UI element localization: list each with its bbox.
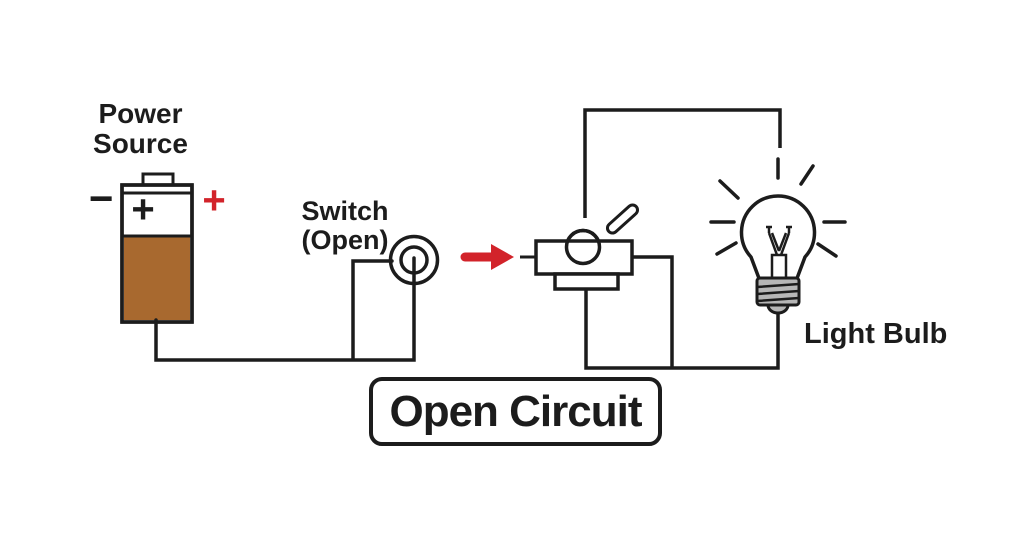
power-source-label: Power Source (58, 99, 223, 159)
light-bulb-label: Light Bulb (804, 318, 948, 350)
bulb-rays-icon (709, 157, 847, 258)
left-circuit-wires (154, 256, 416, 362)
bulb-globe (739, 194, 817, 282)
top-wires (583, 108, 782, 218)
switch-label-line2: (Open) (301, 225, 389, 255)
battery-brown-section (124, 236, 190, 320)
switch-label-line1: Switch (301, 196, 389, 226)
bulb-filament (766, 225, 792, 256)
power-source-label-line1: Power (98, 98, 183, 129)
bulb-stem (770, 253, 788, 281)
red-arrow-icon (460, 244, 514, 270)
battery-positive-sign: + (202, 178, 226, 223)
switch-label: Switch (Open) (272, 197, 418, 255)
power-source-label-line2: Source (93, 128, 188, 159)
switch-base (553, 272, 620, 291)
battery-inner-positive-sign: + (131, 187, 155, 232)
switch-button-outline (564, 228, 602, 266)
switch-lever (605, 203, 640, 235)
caption-text: Open Circuit (389, 386, 642, 436)
caption-box: Open Circuit (369, 377, 662, 446)
bulb-base-threads (756, 282, 800, 303)
right-circuit-wires (584, 255, 780, 370)
light-bulb-icon (709, 157, 847, 315)
switch-housing (534, 239, 634, 276)
battery-negative-sign: − (88, 174, 114, 222)
arrow-head (491, 244, 514, 270)
switch-device-icon (520, 108, 782, 370)
